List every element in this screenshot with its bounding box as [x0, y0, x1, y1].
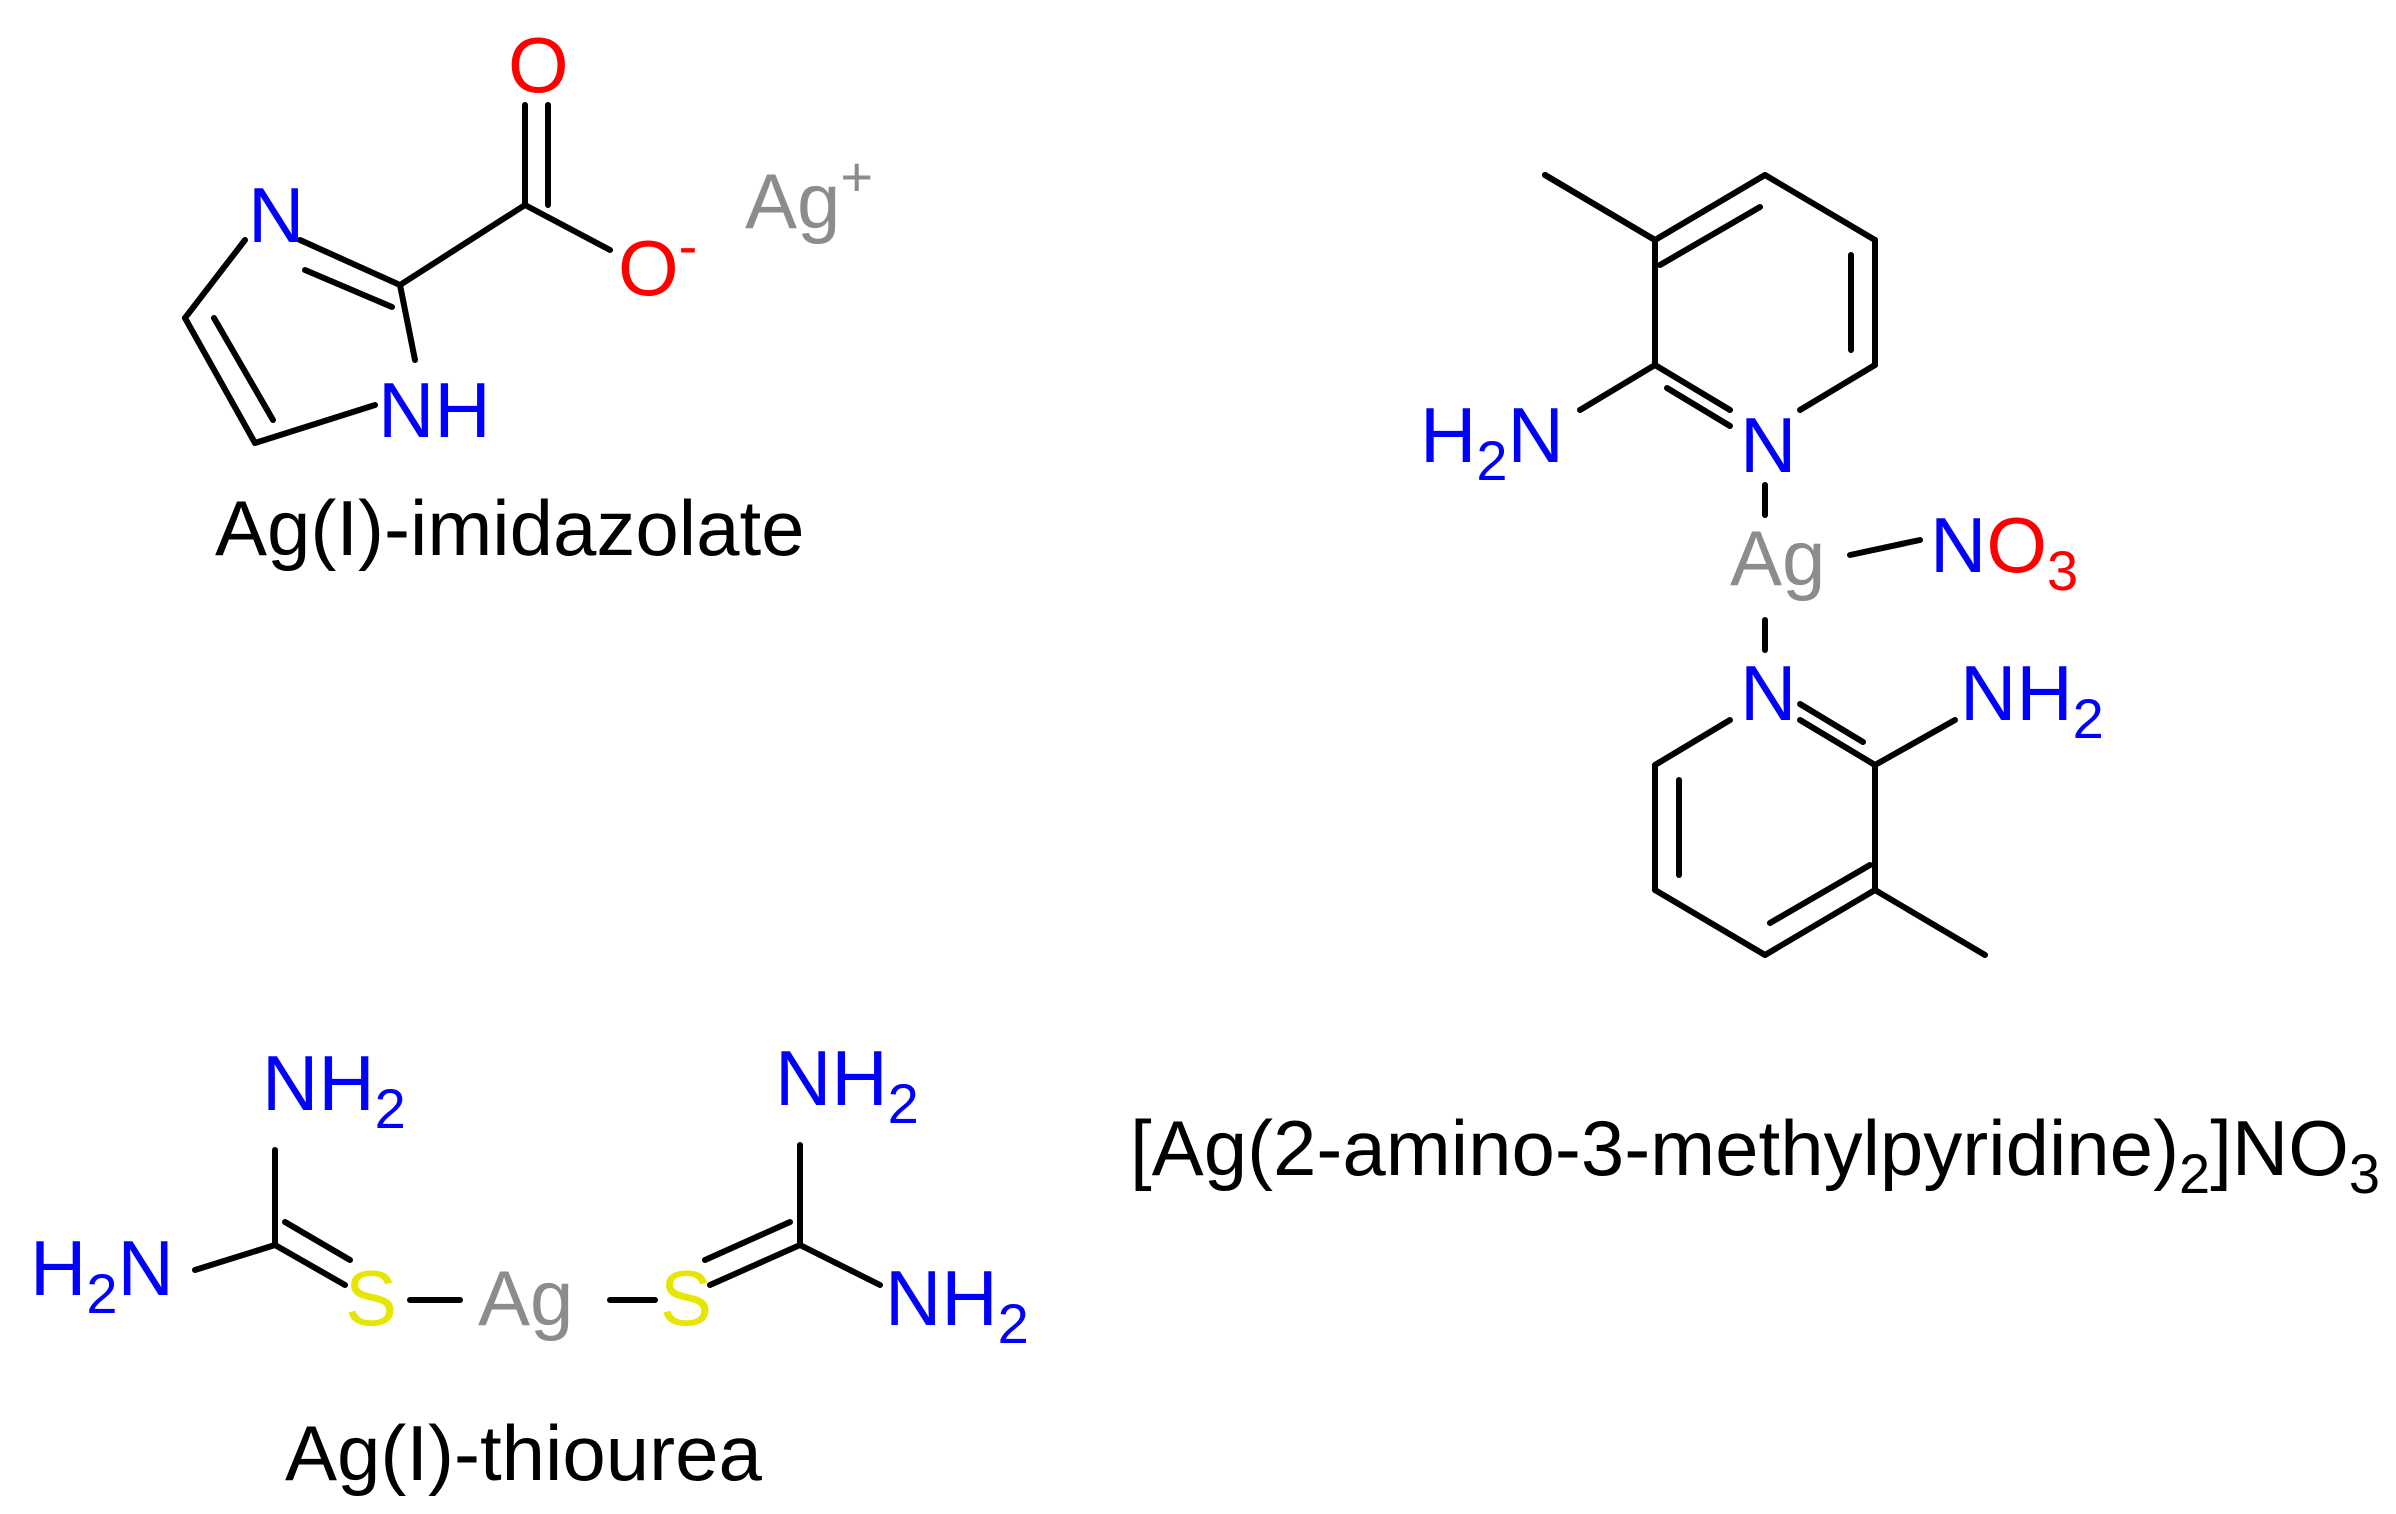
silver-cation-label: Ag+	[745, 145, 873, 245]
left-top-nh: NH	[262, 1039, 375, 1127]
bond	[1872, 887, 1988, 958]
bottom-amine-label: NH2	[1960, 649, 2104, 750]
left-h2n-label: H2N	[30, 1224, 174, 1325]
bottom-amine-nh: NH	[1960, 649, 2073, 737]
bond	[282, 1219, 353, 1263]
bond	[1664, 385, 1733, 429]
ring-nitrogen-label: N	[248, 171, 304, 259]
bond	[192, 1242, 278, 1273]
bond	[297, 237, 403, 288]
pyridine-complex-caption: [Ag(2-amino-3-methylpyridine)2]NO3	[1130, 1104, 2380, 1205]
nitrate-n: N	[1930, 501, 1986, 589]
right-nh: NH	[885, 1254, 998, 1342]
bond	[1797, 717, 1878, 768]
right-top-nh: NH	[775, 1034, 888, 1122]
bond	[1652, 172, 1768, 243]
caption-sub2: 3	[2349, 1142, 2380, 1205]
oxygen-anion-label: O-	[618, 214, 697, 312]
bond	[1652, 887, 1768, 958]
bond	[1652, 717, 1733, 768]
left-top-nh2-label: NH2	[262, 1039, 406, 1140]
bond	[182, 237, 248, 321]
bond	[702, 1219, 793, 1263]
top-amine-n: N	[1508, 391, 1564, 479]
bond	[397, 282, 418, 363]
carbonyl-oxygen-label: O	[508, 21, 569, 109]
top-amine-sub: 2	[1476, 429, 1507, 492]
right-top-nh2-label: NH2	[775, 1034, 919, 1135]
bond	[1652, 362, 1733, 413]
bond	[522, 202, 613, 253]
left-h2n-h: H	[30, 1224, 86, 1312]
silver-cation-charge: +	[840, 145, 873, 208]
bond	[1847, 537, 1923, 558]
bond	[1797, 701, 1866, 745]
bond	[1657, 204, 1763, 268]
nitrate-sub: 3	[2047, 539, 2078, 602]
top-amine-label: H2N	[1420, 391, 1564, 492]
top-amine-h: H	[1420, 391, 1476, 479]
bond	[272, 1242, 348, 1288]
thiourea-structure: NH2 H2N S Ag S NH2 NH2 Ag(I)-thiourea	[30, 1034, 1029, 1497]
bond	[797, 1242, 883, 1288]
imidazolate-structure: N NH O O- Ag+ Ag(I)-imidazolate	[182, 21, 873, 572]
bond	[397, 202, 528, 288]
bond	[1762, 172, 1878, 243]
bond	[1797, 362, 1878, 413]
bond	[707, 1242, 803, 1288]
bond	[182, 315, 258, 446]
nitrate-label: NO3	[1930, 501, 2078, 602]
right-nh2-label: NH2	[885, 1254, 1029, 1355]
left-h2n-sub: 2	[86, 1262, 117, 1325]
oxygen-anion-symbol: O	[618, 224, 679, 312]
bond	[252, 402, 378, 446]
caption-tail: ]NO	[2210, 1104, 2349, 1192]
silver-cation-symbol: Ag	[745, 157, 840, 245]
bond	[302, 267, 395, 310]
top-ring-nitrogen-label: N	[1740, 401, 1796, 489]
left-top-nh-sub: 2	[375, 1077, 406, 1140]
imidazolate-caption: Ag(I)-imidazolate	[215, 484, 805, 572]
nitrate-o: O	[1986, 501, 2047, 589]
bond	[1872, 717, 1958, 768]
caption-sub: 2	[2179, 1142, 2210, 1205]
caption-main: [Ag(2-amino-3-methylpyridine)	[1130, 1104, 2179, 1192]
oxygen-anion-charge: -	[679, 214, 698, 277]
bond	[1767, 862, 1873, 926]
bond	[1542, 172, 1658, 243]
thiourea-silver-label: Ag	[478, 1254, 573, 1342]
nh-label: NH	[378, 366, 491, 454]
bond	[211, 315, 276, 423]
bottom-ring-nitrogen-label: N	[1740, 649, 1796, 737]
right-top-nh-sub: 2	[888, 1072, 919, 1135]
pyridine-complex-structure: H2N N Ag NO3 N NH2 [Ag(2-amino-3-methylp…	[1130, 172, 2380, 1205]
right-sulfur-label: S	[660, 1254, 712, 1342]
bond	[1577, 362, 1658, 413]
left-h2n-n: N	[118, 1224, 174, 1312]
left-sulfur-label: S	[345, 1254, 397, 1342]
right-nh-sub: 2	[998, 1292, 1029, 1355]
bottom-amine-sub: 2	[2073, 687, 2104, 750]
bond	[1762, 887, 1878, 958]
silver-center-label: Ag	[1730, 514, 1825, 602]
thiourea-caption: Ag(I)-thiourea	[285, 1409, 762, 1497]
